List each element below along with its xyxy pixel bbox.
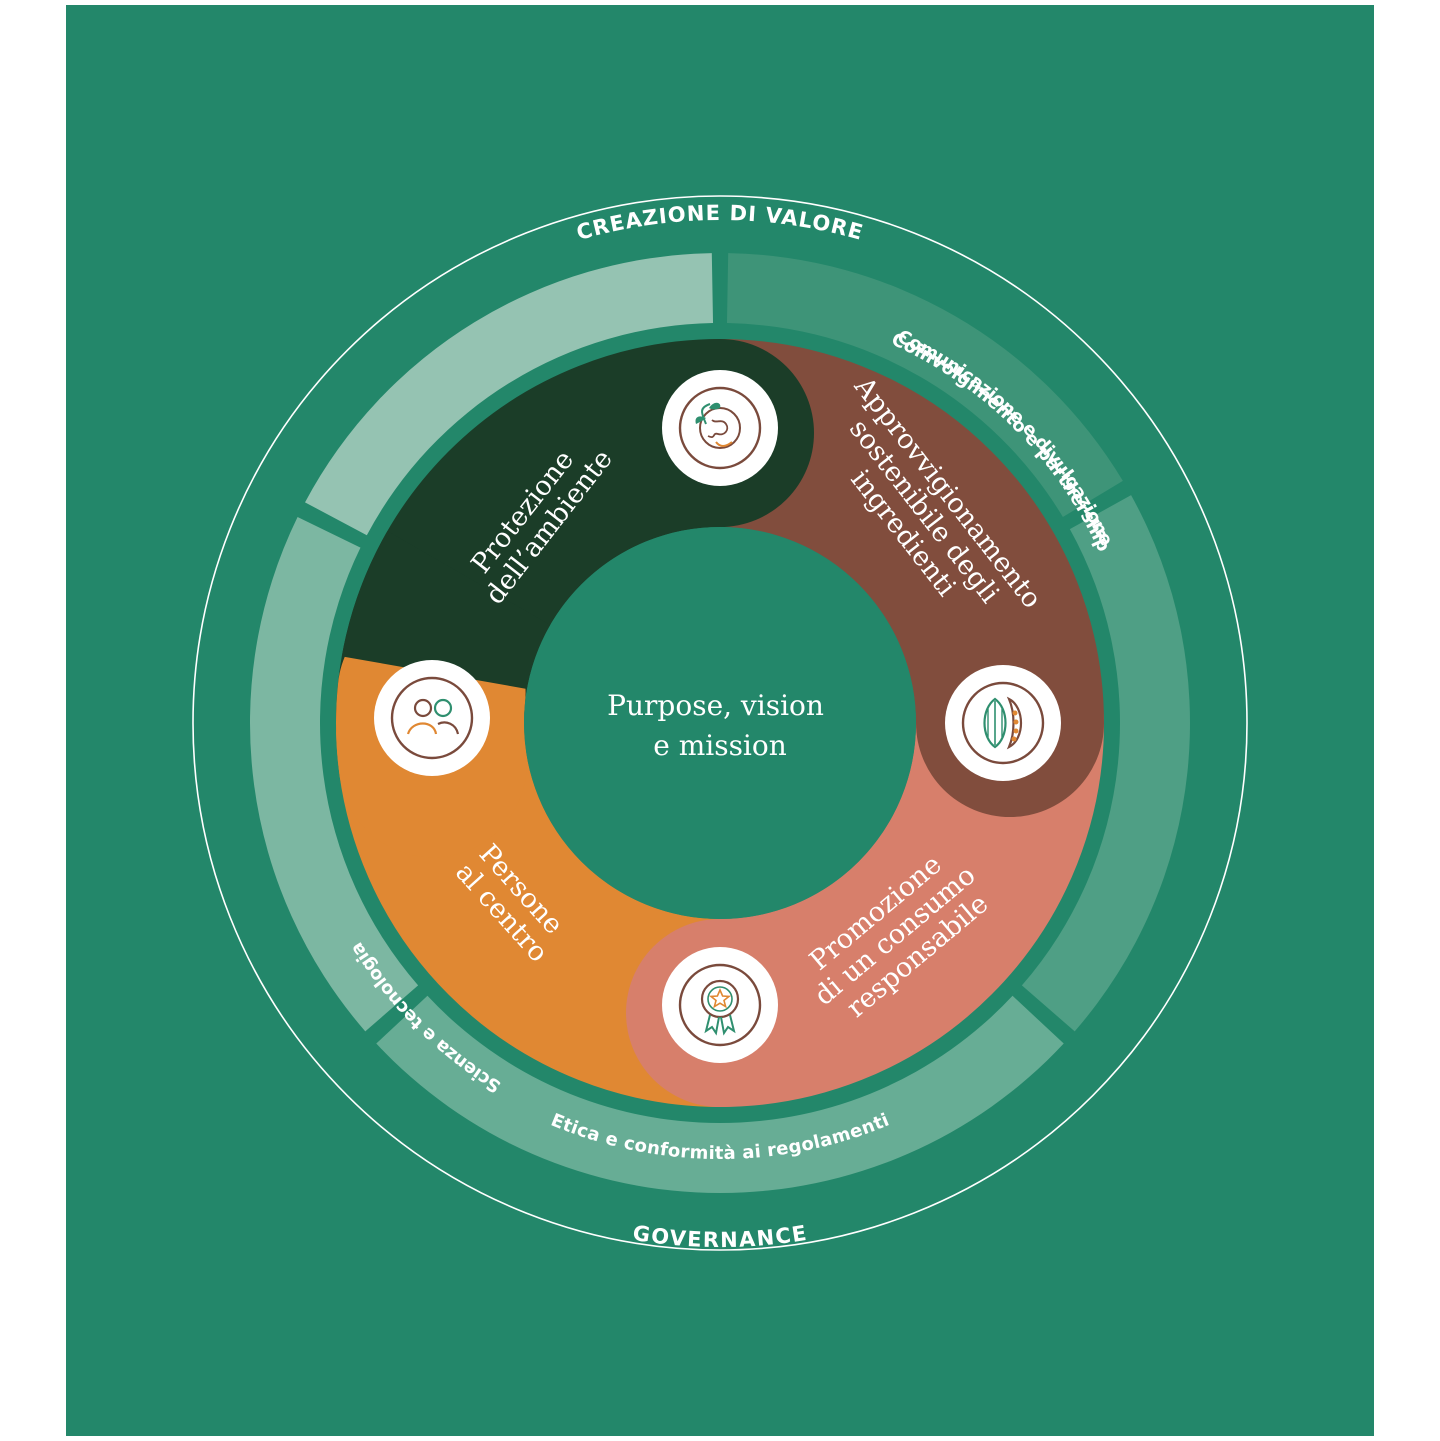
ring-segment-etica: [376, 995, 1064, 1193]
earth-plant-icon: [662, 370, 778, 486]
ring-segment-creazione-left: [305, 253, 714, 536]
center-title: Purpose, vision e mission: [607, 689, 833, 762]
award-ribbon-icon: [662, 947, 778, 1063]
people-icon: [374, 660, 490, 776]
cocoa-pod-icon: [945, 665, 1061, 781]
center-disc: [524, 527, 916, 919]
ring-segment-coinvolgimento: [726, 253, 1123, 517]
outer-ring-band: [250, 253, 1191, 1193]
pillar-ambiente-head-patch: [341, 531, 552, 691]
ring-segment-scienza: [250, 516, 419, 1032]
ring-segment-comunicazione: [1021, 495, 1191, 1032]
outer-thin-circle: [192, 195, 1248, 1251]
